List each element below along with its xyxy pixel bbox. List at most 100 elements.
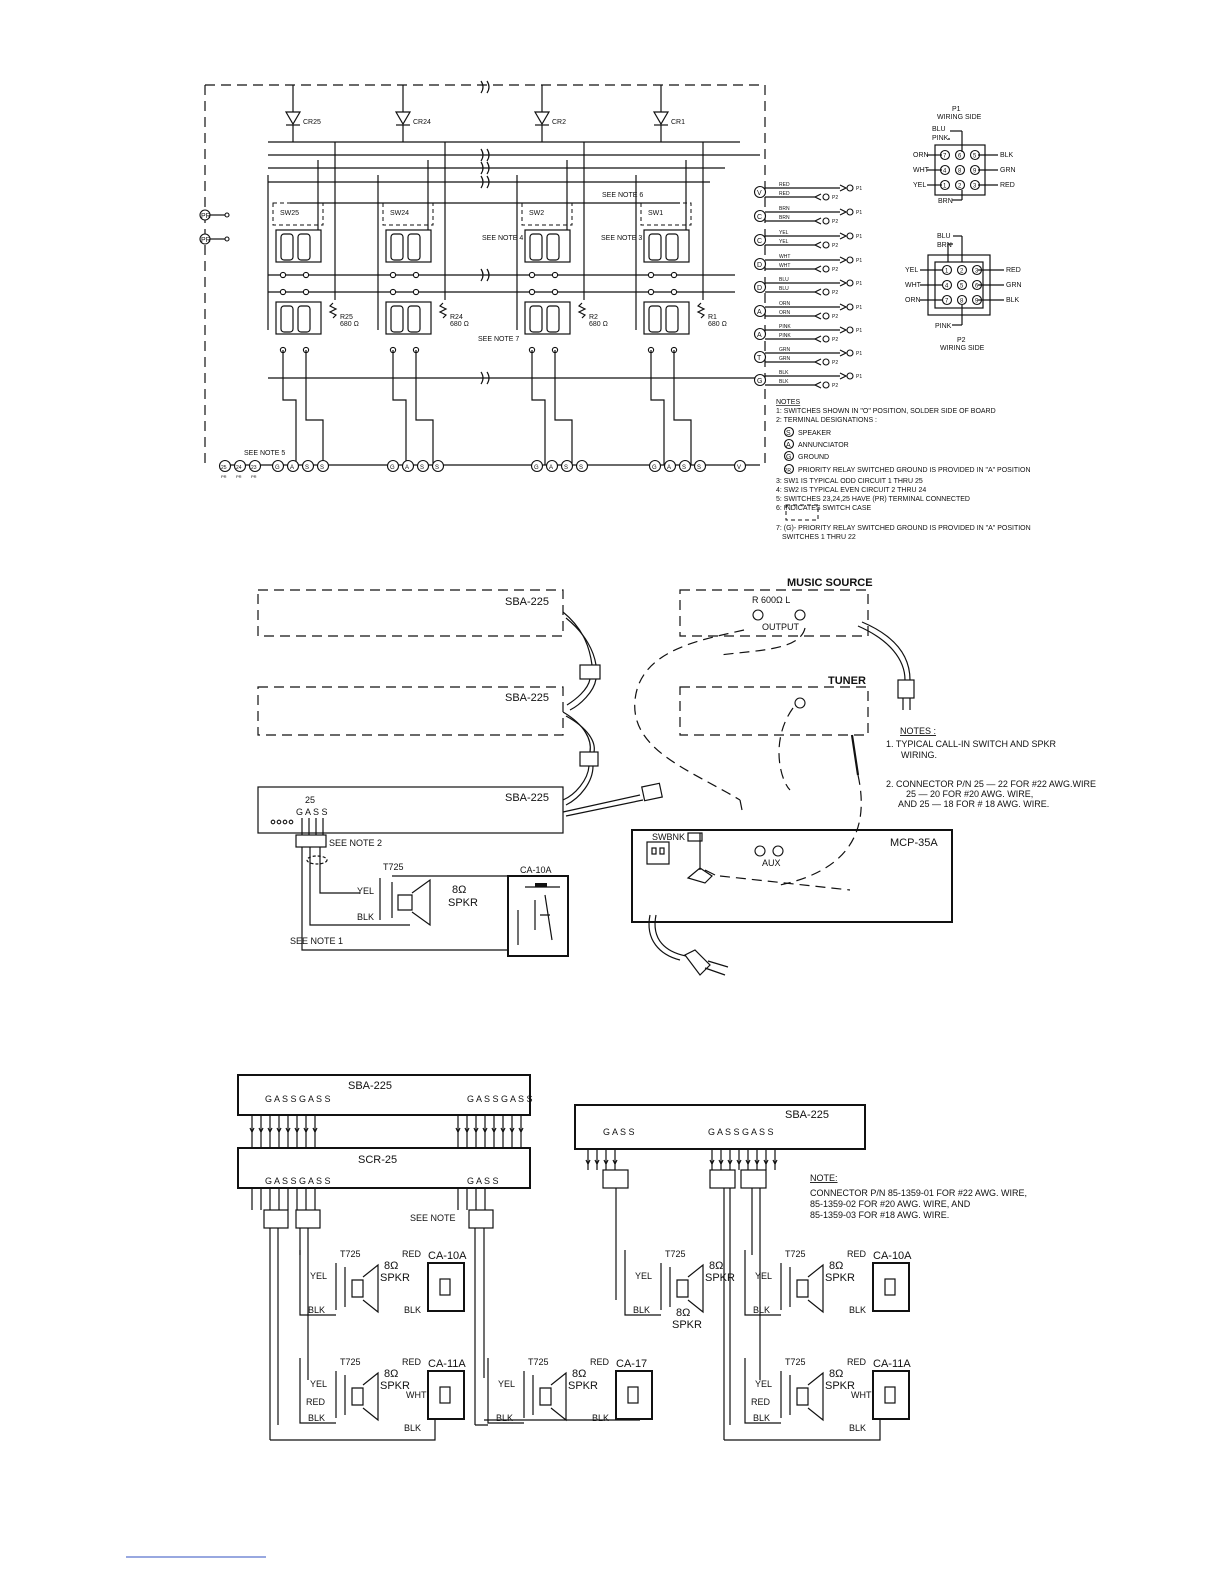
notes-title: NOTES <box>776 399 800 406</box>
wiring-note-1-cont: WIRING. <box>901 750 937 760</box>
svg-text:SPKR: SPKR <box>380 1272 410 1284</box>
svg-text:RED: RED <box>751 1397 771 1407</box>
svg-text:BLK: BLK <box>404 1305 421 1315</box>
svg-text:T725: T725 <box>665 1249 686 1259</box>
svg-text:RED: RED <box>590 1357 610 1367</box>
svg-text:P1: P1 <box>856 281 862 287</box>
resistor-ref: R1 <box>708 314 717 321</box>
svg-text:BLK: BLK <box>308 1413 325 1423</box>
wiring-note-2-line2: 25 — 20 FOR #20 AWG. WIRE, <box>906 789 1033 799</box>
switch-label: SW24 <box>390 210 409 217</box>
svg-text:WHT: WHT <box>406 1390 427 1400</box>
p1-wire-grn: GRN <box>1000 167 1016 174</box>
see-note-3: SEE NOTE 3 <box>601 235 642 242</box>
svg-text:P1: P1 <box>856 328 862 334</box>
t725-label: T725 <box>383 862 404 872</box>
connector-pin <box>956 279 968 291</box>
svg-text:BLK: BLK <box>404 1423 421 1433</box>
note-7: 7: (G)- PRIORITY RELAY SWITCHED GROUND I… <box>776 525 1031 532</box>
svg-text:BLK: BLK <box>496 1413 513 1423</box>
svg-text:5: 5 <box>960 284 964 290</box>
svg-text:CA-11A: CA-11A <box>873 1358 911 1370</box>
svg-text:S: S <box>579 465 583 471</box>
svg-text:CA-17: CA-17 <box>616 1358 647 1370</box>
svg-text:G: G <box>786 454 791 461</box>
svg-text:3: 3 <box>973 184 977 190</box>
designation-annunciator: ANNUNCIATOR <box>798 442 849 449</box>
svg-text:ORN: ORN <box>779 301 791 307</box>
svg-text:T725: T725 <box>340 1249 361 1259</box>
spkr-label: SPKR <box>448 897 478 909</box>
svg-text:7: 7 <box>945 299 949 305</box>
svg-text:6: 6 <box>958 154 962 160</box>
svg-text:PR: PR <box>251 474 257 479</box>
svg-text:A: A <box>786 442 791 449</box>
svg-text:BLK: BLK <box>308 1305 325 1315</box>
see-note-1-label: SEE NOTE 1 <box>290 936 343 946</box>
svg-text:PR: PR <box>221 474 227 479</box>
svg-text:YEL: YEL <box>635 1271 652 1281</box>
svg-text:G: G <box>275 465 280 471</box>
p2-wire-red: RED <box>1006 267 1021 274</box>
bottom-terminal <box>530 459 544 473</box>
svg-text:8: 8 <box>960 299 964 305</box>
bottom-pr-terminal <box>233 459 247 473</box>
bottom-wiring-diagram: SBA-225 G A S S G A S S G A S S G A S S … <box>237 1074 1027 1441</box>
see-note-7: SEE NOTE 7 <box>478 336 519 343</box>
bottom-terminal <box>560 459 574 473</box>
music-source-title: MUSIC SOURCE <box>787 577 873 589</box>
tuner-title: TUNER <box>828 675 866 687</box>
bottom-terminal <box>386 459 400 473</box>
svg-text:7: 7 <box>943 154 947 160</box>
svg-text:9: 9 <box>975 299 979 305</box>
bottom-terminal <box>431 459 445 473</box>
aux-label: AUX <box>762 858 781 868</box>
svg-text:S: S <box>320 465 324 471</box>
svg-text:S: S <box>564 465 568 471</box>
p2-wire-yel: YEL <box>905 267 918 274</box>
svg-text:P2: P2 <box>832 314 838 320</box>
svg-text:BLK: BLK <box>753 1413 770 1423</box>
svg-text:P2: P2 <box>832 383 838 389</box>
bottom-terminal <box>678 459 692 473</box>
note-7-cont: SWITCHES 1 THRU 22 <box>782 534 856 541</box>
svg-text:PR: PR <box>784 468 791 474</box>
p1-wire-blk: BLK <box>1000 152 1014 159</box>
resistor-ref: R2 <box>589 314 598 321</box>
spkr-ohm: 8Ω <box>452 884 466 896</box>
svg-text:P1: P1 <box>856 234 862 240</box>
scr-25-label: SCR-25 <box>358 1154 397 1166</box>
svg-text:YEL: YEL <box>310 1271 327 1281</box>
svg-text:YEL: YEL <box>779 239 789 245</box>
schematic-notes: NOTES 1: SWITCHES SHOWN IN "O" POSITION,… <box>776 399 1031 541</box>
bottom-terminal <box>271 459 285 473</box>
svg-text:1: 1 <box>943 184 947 190</box>
bottom-pr-terminal <box>218 459 232 473</box>
svg-text:SPKR: SPKR <box>568 1380 598 1392</box>
wiring-note-1: 1. TYPICAL CALL-IN SWITCH AND SPKR <box>886 739 1057 749</box>
svg-text:BLK: BLK <box>753 1305 770 1315</box>
svg-text:SPKR: SPKR <box>825 1272 855 1284</box>
p2-wire-blu: BLU <box>937 233 951 240</box>
svg-text:8: 8 <box>958 169 962 175</box>
svg-text:BRN: BRN <box>779 215 790 221</box>
sba-225-2: SBA-225 <box>505 692 549 704</box>
svg-text:BLK: BLK <box>849 1423 866 1433</box>
svg-text:A: A <box>667 465 671 471</box>
bottom-terminal <box>286 459 300 473</box>
see-note-5: SEE NOTE 5 <box>244 450 285 457</box>
right-gass-1: G A S S <box>603 1127 635 1137</box>
scr-gass-2: G A S S <box>467 1176 499 1186</box>
svg-text:RED: RED <box>306 1397 326 1407</box>
connector-pin <box>954 179 966 191</box>
p2-wire-wht: WHT <box>905 282 922 289</box>
svg-text:9: 9 <box>973 169 977 175</box>
